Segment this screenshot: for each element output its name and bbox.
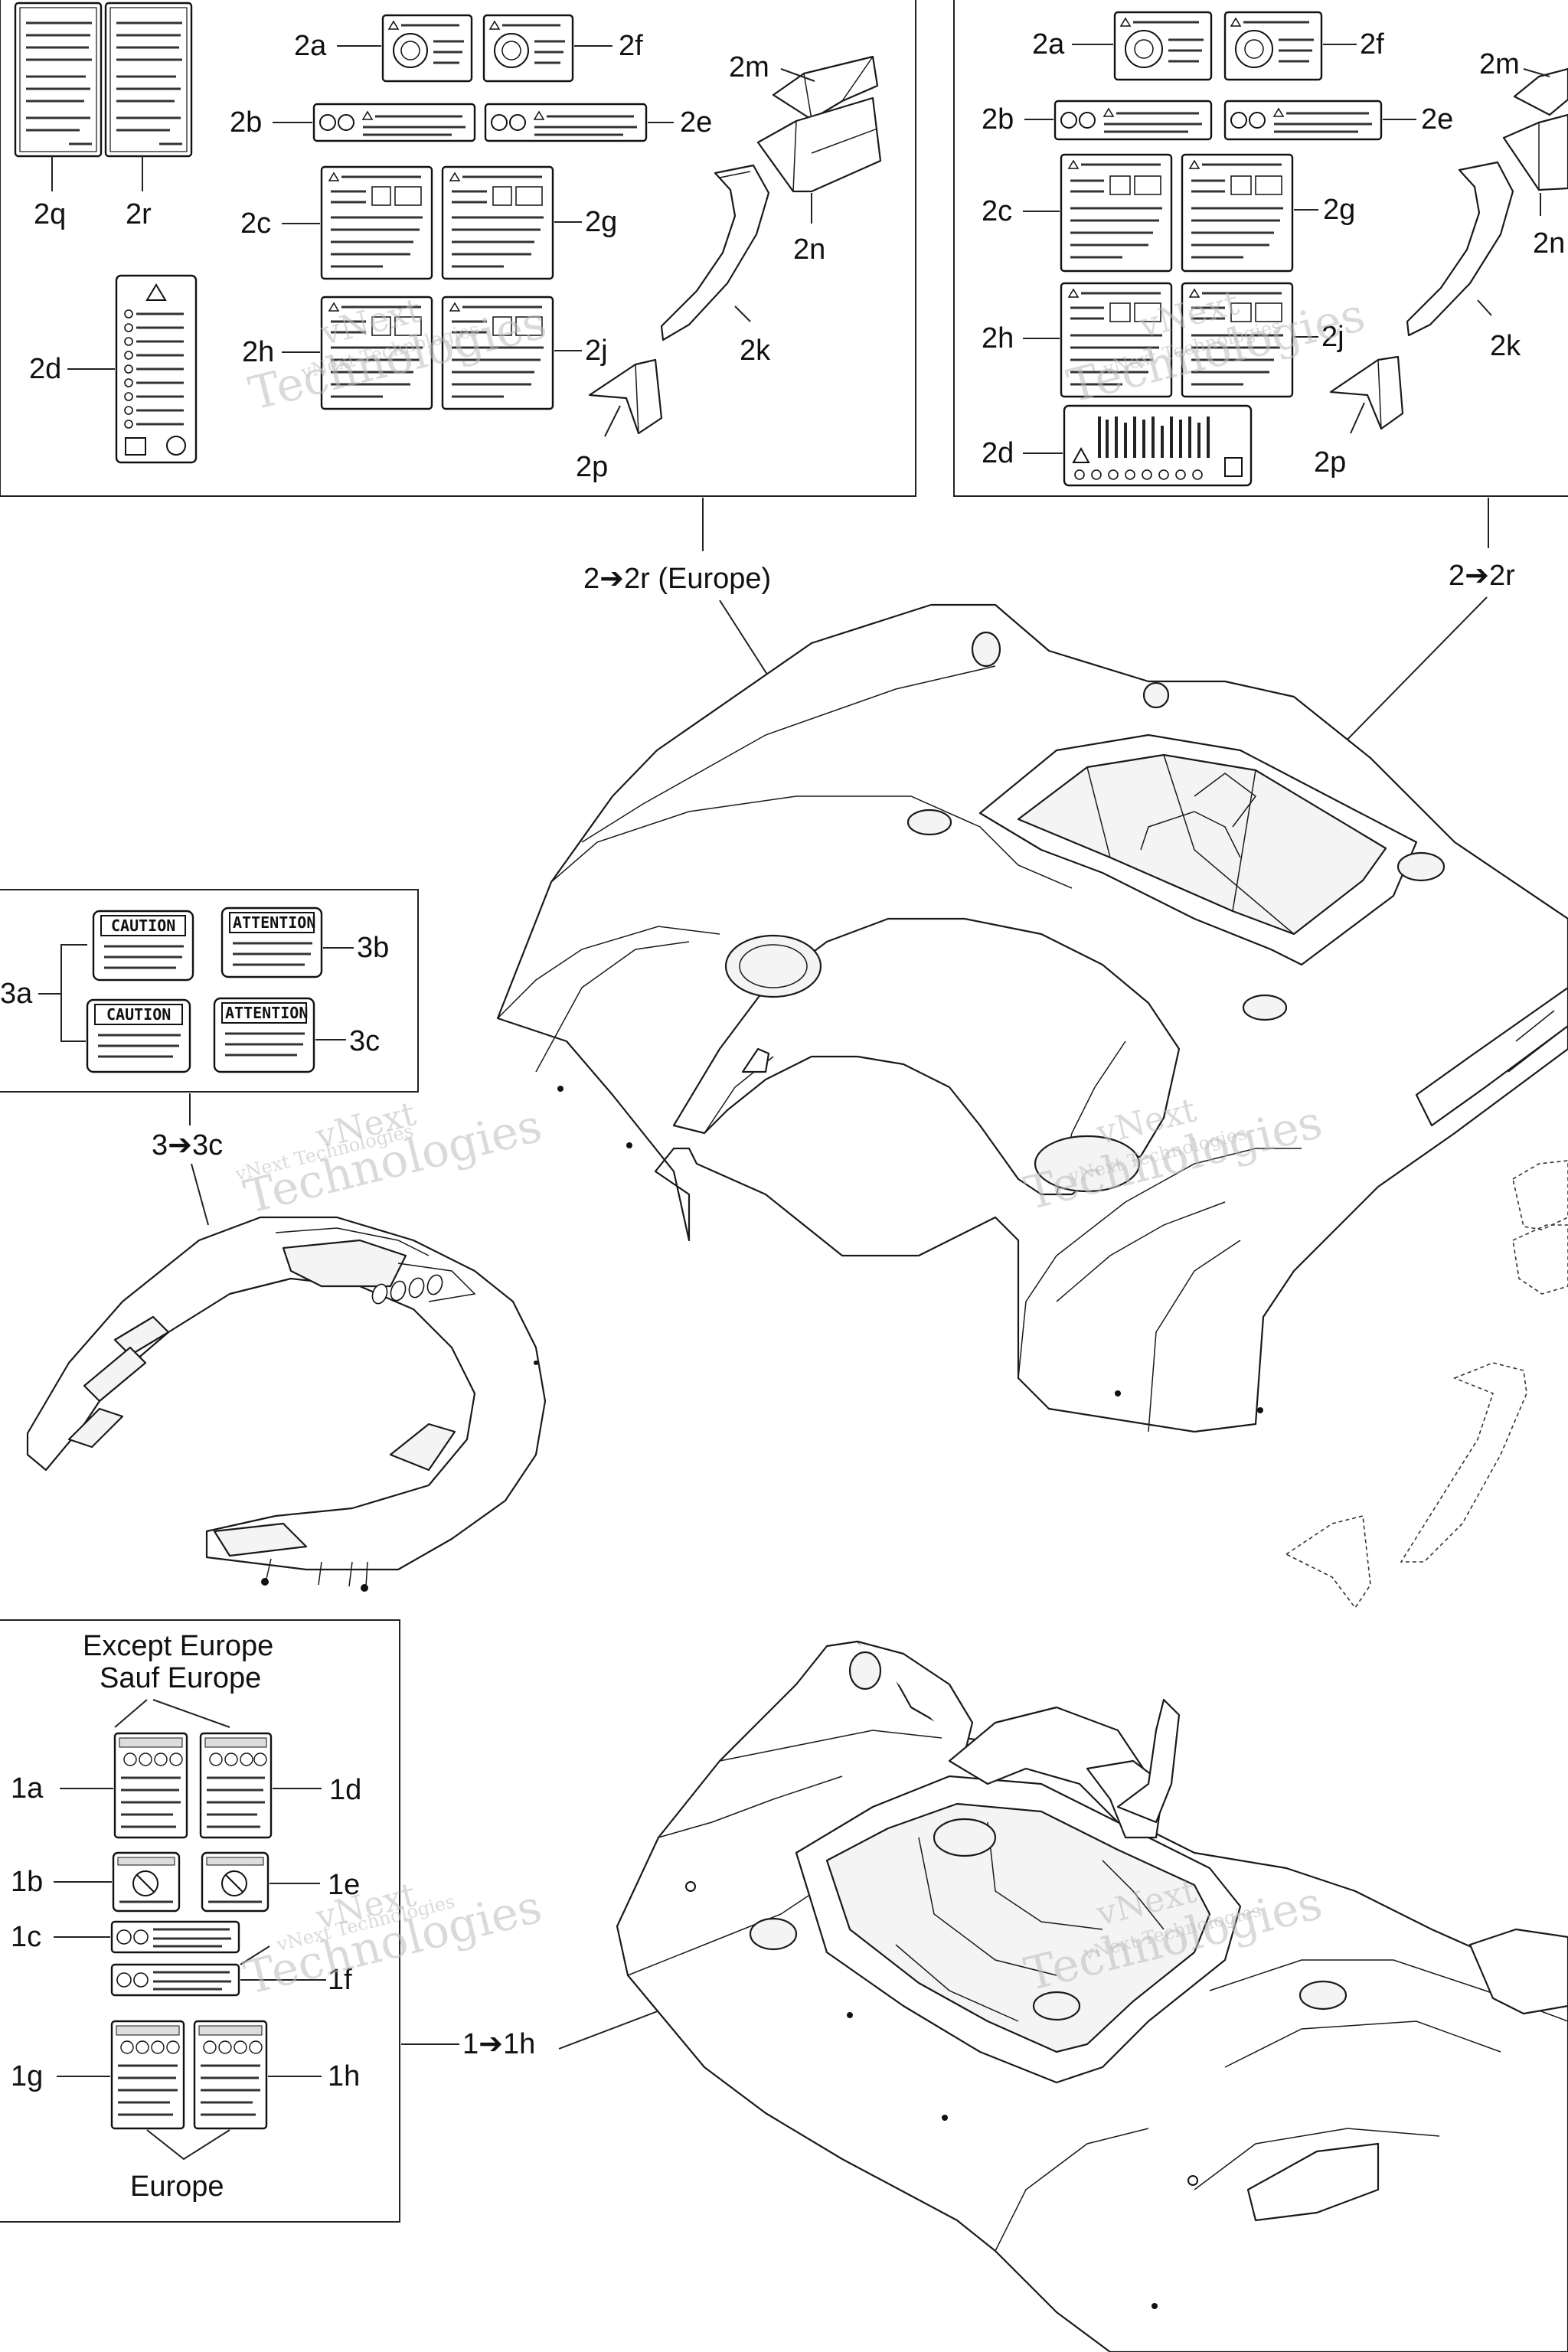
part-2p-right: [1329, 355, 1404, 430]
decal-panel-europe: 2q 2r 2d: [0, 0, 916, 497]
group-label-front-fender: 1➔1h: [462, 2028, 535, 2060]
part-2p-left: [588, 358, 663, 435]
region-sauf-europe: Sauf Europe: [100, 1662, 261, 1694]
decal-2r: [104, 2, 193, 158]
part-front-rack: [26, 1216, 547, 1592]
callout-2r-left: 2r: [126, 198, 152, 230]
decal-3a-bottom-title: CAUTION: [106, 1005, 171, 1024]
callout-2m-left: 2m: [729, 51, 769, 83]
decal-2f-left: [482, 14, 574, 83]
decal-1e: [201, 1851, 270, 1913]
callout-2f-left: 2f: [619, 30, 643, 62]
decal-2f-right: [1223, 11, 1323, 81]
decal-2h-left: [320, 296, 433, 410]
part-2n-left: [756, 96, 882, 193]
callout-2m-right: 2m: [1479, 48, 1520, 80]
part-2k-left: [660, 164, 770, 341]
decal-panel-front-fender: Except Europe Sauf Europe 1a 1d: [0, 1619, 400, 2223]
decal-1g: [110, 2020, 185, 2130]
callout-2k-right: 2k: [1490, 330, 1521, 362]
region-except-europe: Except Europe: [83, 1630, 273, 1662]
decal-3b-title: ATTENTION: [233, 913, 315, 932]
decal-1h: [193, 2020, 268, 2130]
decal-3a-bottom: CAUTION: [86, 998, 191, 1073]
decal-2g-left: [441, 165, 554, 280]
group-label-rear-europe: 2➔2r (Europe): [583, 563, 771, 595]
callout-2n-left: 2n: [793, 234, 825, 266]
decal-2e-left: [484, 103, 648, 142]
callout-1f: 1f: [328, 1964, 352, 1996]
decal-2c-right: [1060, 153, 1173, 273]
callout-1a: 1a: [11, 1772, 44, 1805]
callout-2g-left: 2g: [585, 206, 617, 238]
callout-2e-right: 2e: [1421, 103, 1453, 136]
decal-1d: [199, 1732, 273, 1839]
decal-3c: ATTENTION: [213, 997, 315, 1073]
part-2n-right: [1502, 113, 1568, 191]
decal-1f: [110, 1963, 240, 1997]
callout-2p-left: 2p: [576, 451, 608, 483]
callout-2j-left: 2j: [585, 335, 608, 367]
decal-3a-title: CAUTION: [111, 916, 175, 935]
decal-panel-other: 2a 2f 2b 2e: [953, 0, 1568, 497]
callout-1c: 1c: [11, 1921, 41, 1953]
decal-2j-left: [441, 296, 554, 410]
decal-3b: ATTENTION: [220, 906, 323, 978]
callout-2b-right: 2b: [982, 103, 1014, 136]
callout-2a-right: 2a: [1032, 28, 1065, 60]
callout-2e-left: 2e: [680, 106, 712, 139]
callout-2n-right: 2n: [1533, 227, 1565, 260]
group-label-front-rack-decals: 3➔3c: [152, 1129, 223, 1161]
decal-2d-left: [115, 274, 198, 464]
callout-1h: 1h: [328, 2060, 360, 2092]
callout-3b: 3b: [357, 932, 389, 964]
callout-2h-left: 2h: [242, 336, 274, 368]
callout-2a-left: 2a: [294, 30, 327, 62]
callout-2b-left: 2b: [230, 106, 262, 139]
callout-2c-right: 2c: [982, 195, 1012, 227]
decal-2e-right: [1223, 100, 1383, 141]
decal-2h-right: [1060, 282, 1173, 398]
part-front-fender: [616, 1640, 1568, 2352]
decal-3c-title: ATTENTION: [225, 1004, 308, 1022]
decal-2c-left: [320, 165, 433, 280]
callout-2d-left: 2d: [29, 353, 61, 385]
part-2m-right: [1513, 67, 1568, 116]
callout-2p-right: 2p: [1314, 446, 1346, 479]
decal-1a: [113, 1732, 188, 1839]
callout-3c: 3c: [349, 1025, 380, 1057]
part-2k-right: [1406, 161, 1514, 337]
callout-2k-left: 2k: [740, 335, 771, 367]
decal-1c: [110, 1920, 240, 1954]
callout-1g: 1g: [11, 2060, 43, 2092]
phantom-parts: [1285, 1160, 1568, 1609]
decal-2g-right: [1181, 153, 1294, 273]
decal-2j-right: [1181, 282, 1294, 398]
region-europe: Europe: [130, 2171, 224, 2203]
callout-2d-right: 2d: [982, 437, 1014, 469]
decal-3a-top: CAUTION: [92, 910, 194, 982]
decal-panel-front-rack: CAUTION ATTENTION CAUTION ATTENTION 3a 3…: [0, 889, 419, 1093]
callout-1d: 1d: [329, 1774, 361, 1806]
callout-1e: 1e: [328, 1869, 360, 1901]
decal-2b-left: [312, 103, 476, 142]
decal-2a-right: [1113, 11, 1213, 81]
decal-1b: [112, 1851, 181, 1913]
callout-2f-right: 2f: [1360, 28, 1384, 60]
callout-1b: 1b: [11, 1866, 43, 1898]
decal-2q: [14, 2, 103, 158]
callout-2g-right: 2g: [1323, 194, 1355, 226]
group-label-rear-other: 2➔2r: [1449, 560, 1515, 592]
decal-2d-right: [1063, 404, 1253, 487]
callout-2j-right: 2j: [1321, 321, 1344, 353]
callout-2h-right: 2h: [982, 322, 1014, 354]
callout-2c-left: 2c: [240, 207, 271, 240]
callout-2q-left: 2q: [34, 198, 66, 230]
callout-3a: 3a: [0, 978, 33, 1010]
decal-2a-left: [381, 14, 473, 83]
decal-2b-right: [1054, 100, 1213, 141]
part-rear-fender: [496, 603, 1568, 1433]
